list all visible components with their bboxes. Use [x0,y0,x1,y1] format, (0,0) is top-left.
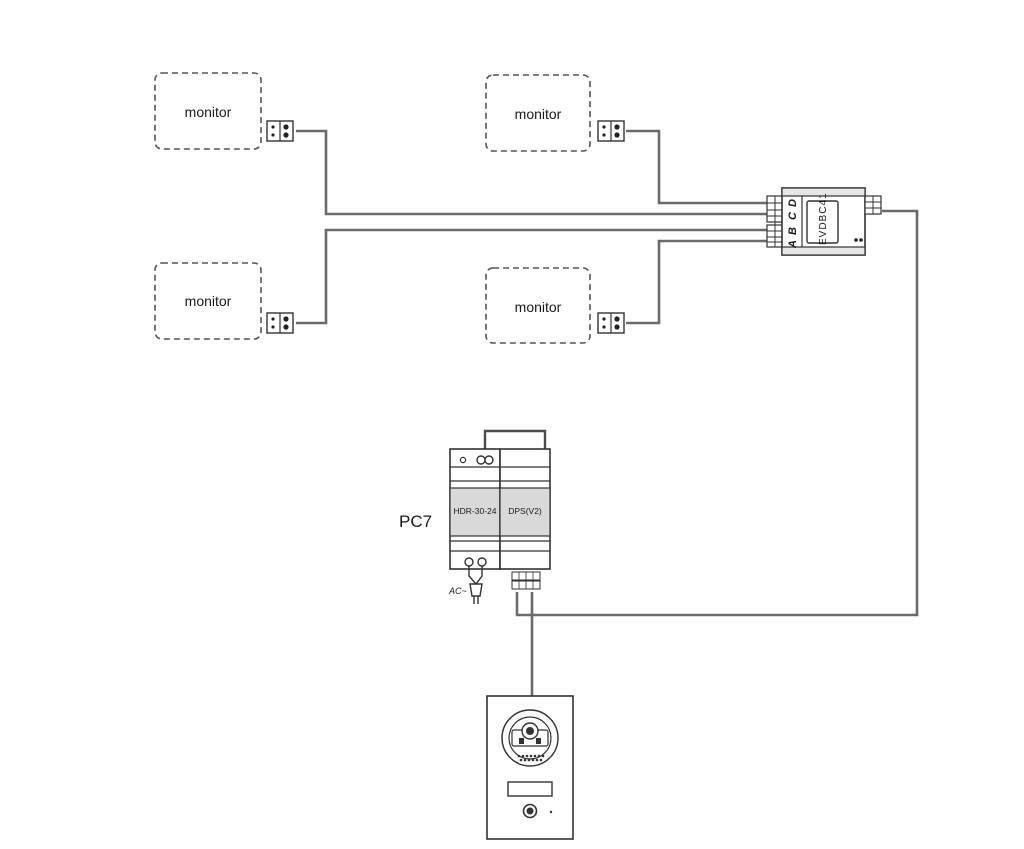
distributor-model: EVDBC41 [818,192,829,245]
distributor-evdbc41: EVDBC41 A B C D [766,187,882,256]
monitor-box [154,72,262,150]
monitor-label: monitor [515,299,562,315]
monitor-label: monitor [185,104,232,120]
model-label-plate [806,200,839,244]
led-icon [459,456,467,464]
wire-monitor-3 [296,228,778,325]
terminal-screw-icon [484,455,494,465]
port-label-b: B [787,227,799,235]
monitor-box [485,267,591,344]
dps-model: DPS(V2) [508,506,542,516]
pc7-label: PC7 [399,512,432,531]
wire-monitor-4 [626,239,778,325]
indicator-dot [854,238,858,242]
terminal-screw-icon [464,557,474,567]
terminal-screw-icon [477,557,487,567]
bridge-wire [483,429,547,460]
dps-label-plate [499,487,551,537]
ac-label: AC~ [448,586,467,596]
camera-lens-inner [526,727,534,735]
microphone-icon [549,810,553,814]
wire-monitor-1 [296,129,778,216]
monitor-box [485,74,591,152]
indicator-dot [859,238,863,242]
ac-plug-icon [468,566,483,604]
monitor-2: monitor [485,74,625,152]
output-terminals-icon [864,195,882,215]
dps-module: DPS(V2) [499,448,551,590]
terminal-screw-icon [476,455,486,465]
terminal-block-icon [597,120,625,142]
power-supply-pc7: PC7 HDR-30-24 DPS(V2) [399,429,551,604]
terminal-block-icon [266,312,294,334]
monitor-box [154,262,262,340]
port-label-c: C [787,211,799,220]
monitor-label: monitor [515,106,562,122]
port-label-a: A [787,240,799,249]
monitor-3: monitor [154,262,294,340]
name-plate [507,781,553,797]
terminal-block-icon [266,120,294,142]
hdr-label-plate [449,487,501,537]
wire-distributor-to-dps [515,209,919,617]
monitor-label: monitor [185,293,232,309]
port-label-d: D [787,199,799,207]
door-station [486,695,574,840]
wire-monitor-2 [626,129,778,205]
dps-output-terminals-icon [511,571,541,590]
input-terminals-icon [766,195,784,248]
terminal-block-icon [597,312,625,334]
speaker-grill-icon [517,754,545,762]
hdr-module: HDR-30-24 [449,448,501,570]
wires [296,129,919,697]
monitor-4: monitor [485,267,625,344]
monitor-1: monitor [154,72,294,150]
hdr-model: HDR-30-24 [454,506,497,516]
